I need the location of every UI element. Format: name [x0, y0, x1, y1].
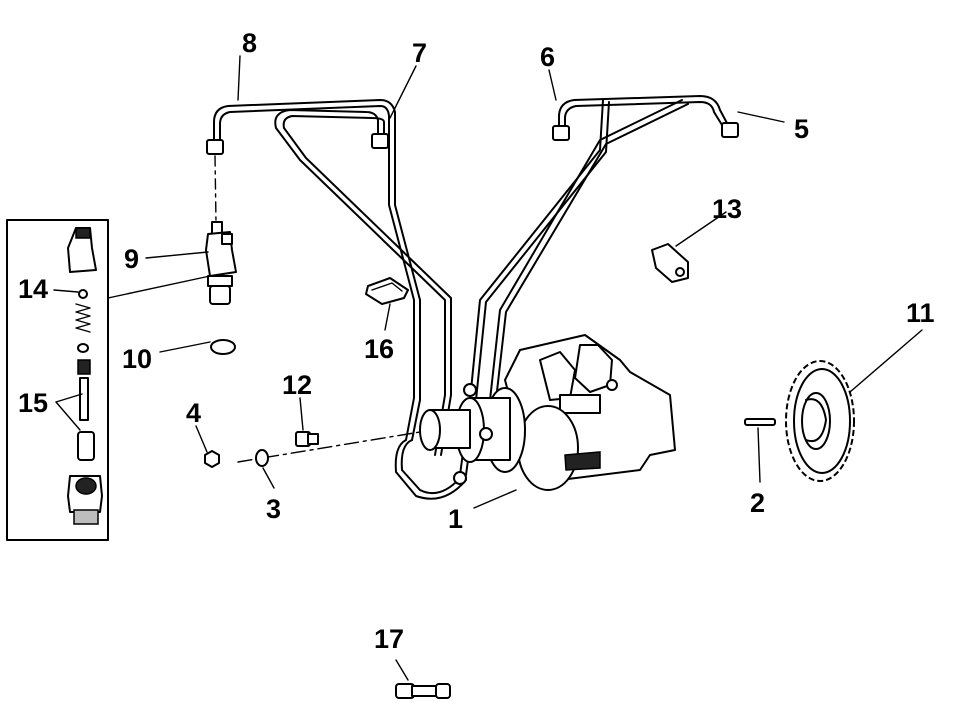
callout-12: 12 — [282, 370, 312, 400]
callout-3: 3 — [266, 494, 281, 524]
callout-2: 2 — [750, 488, 765, 518]
callout-5: 5 — [794, 114, 809, 144]
callout-6: 6 — [540, 42, 555, 72]
fuel-line-7 — [274, 109, 452, 456]
callout-15: 15 — [18, 388, 48, 418]
part-16-bracket — [365, 277, 409, 305]
part-10-seal — [210, 339, 236, 355]
part-12-fitting — [295, 431, 319, 447]
callout-8: 8 — [242, 28, 257, 58]
injection-pump — [419, 334, 676, 491]
leader-lines — [53, 55, 923, 681]
injector-inset — [6, 219, 109, 541]
callout-4: 4 — [186, 398, 201, 428]
callout-9: 9 — [124, 244, 139, 274]
fuel-line-5 — [489, 99, 739, 401]
part-11-gear — [785, 360, 855, 482]
part-3-washer — [255, 449, 269, 467]
callout-13: 13 — [712, 194, 742, 224]
callout-14: 14 — [18, 274, 48, 304]
callout-1: 1 — [448, 504, 463, 534]
part-13-sensor — [651, 243, 689, 283]
callout-16: 16 — [364, 334, 394, 364]
callout-7: 7 — [412, 38, 427, 68]
callout-labels: 1 2 3 4 5 6 7 8 9 10 11 12 13 14 15 16 1… — [18, 28, 935, 654]
callout-11: 11 — [906, 298, 935, 328]
part-2-pin — [744, 418, 776, 426]
part-9-injector — [205, 221, 237, 305]
callout-10: 10 — [122, 344, 152, 374]
part-17-fitting — [395, 683, 451, 699]
part-4-nut — [204, 450, 220, 468]
injector-centerline — [214, 155, 217, 223]
callout-17: 17 — [374, 624, 404, 654]
fuel-line-8 — [206, 99, 421, 441]
fuel-line-loop — [394, 439, 467, 500]
